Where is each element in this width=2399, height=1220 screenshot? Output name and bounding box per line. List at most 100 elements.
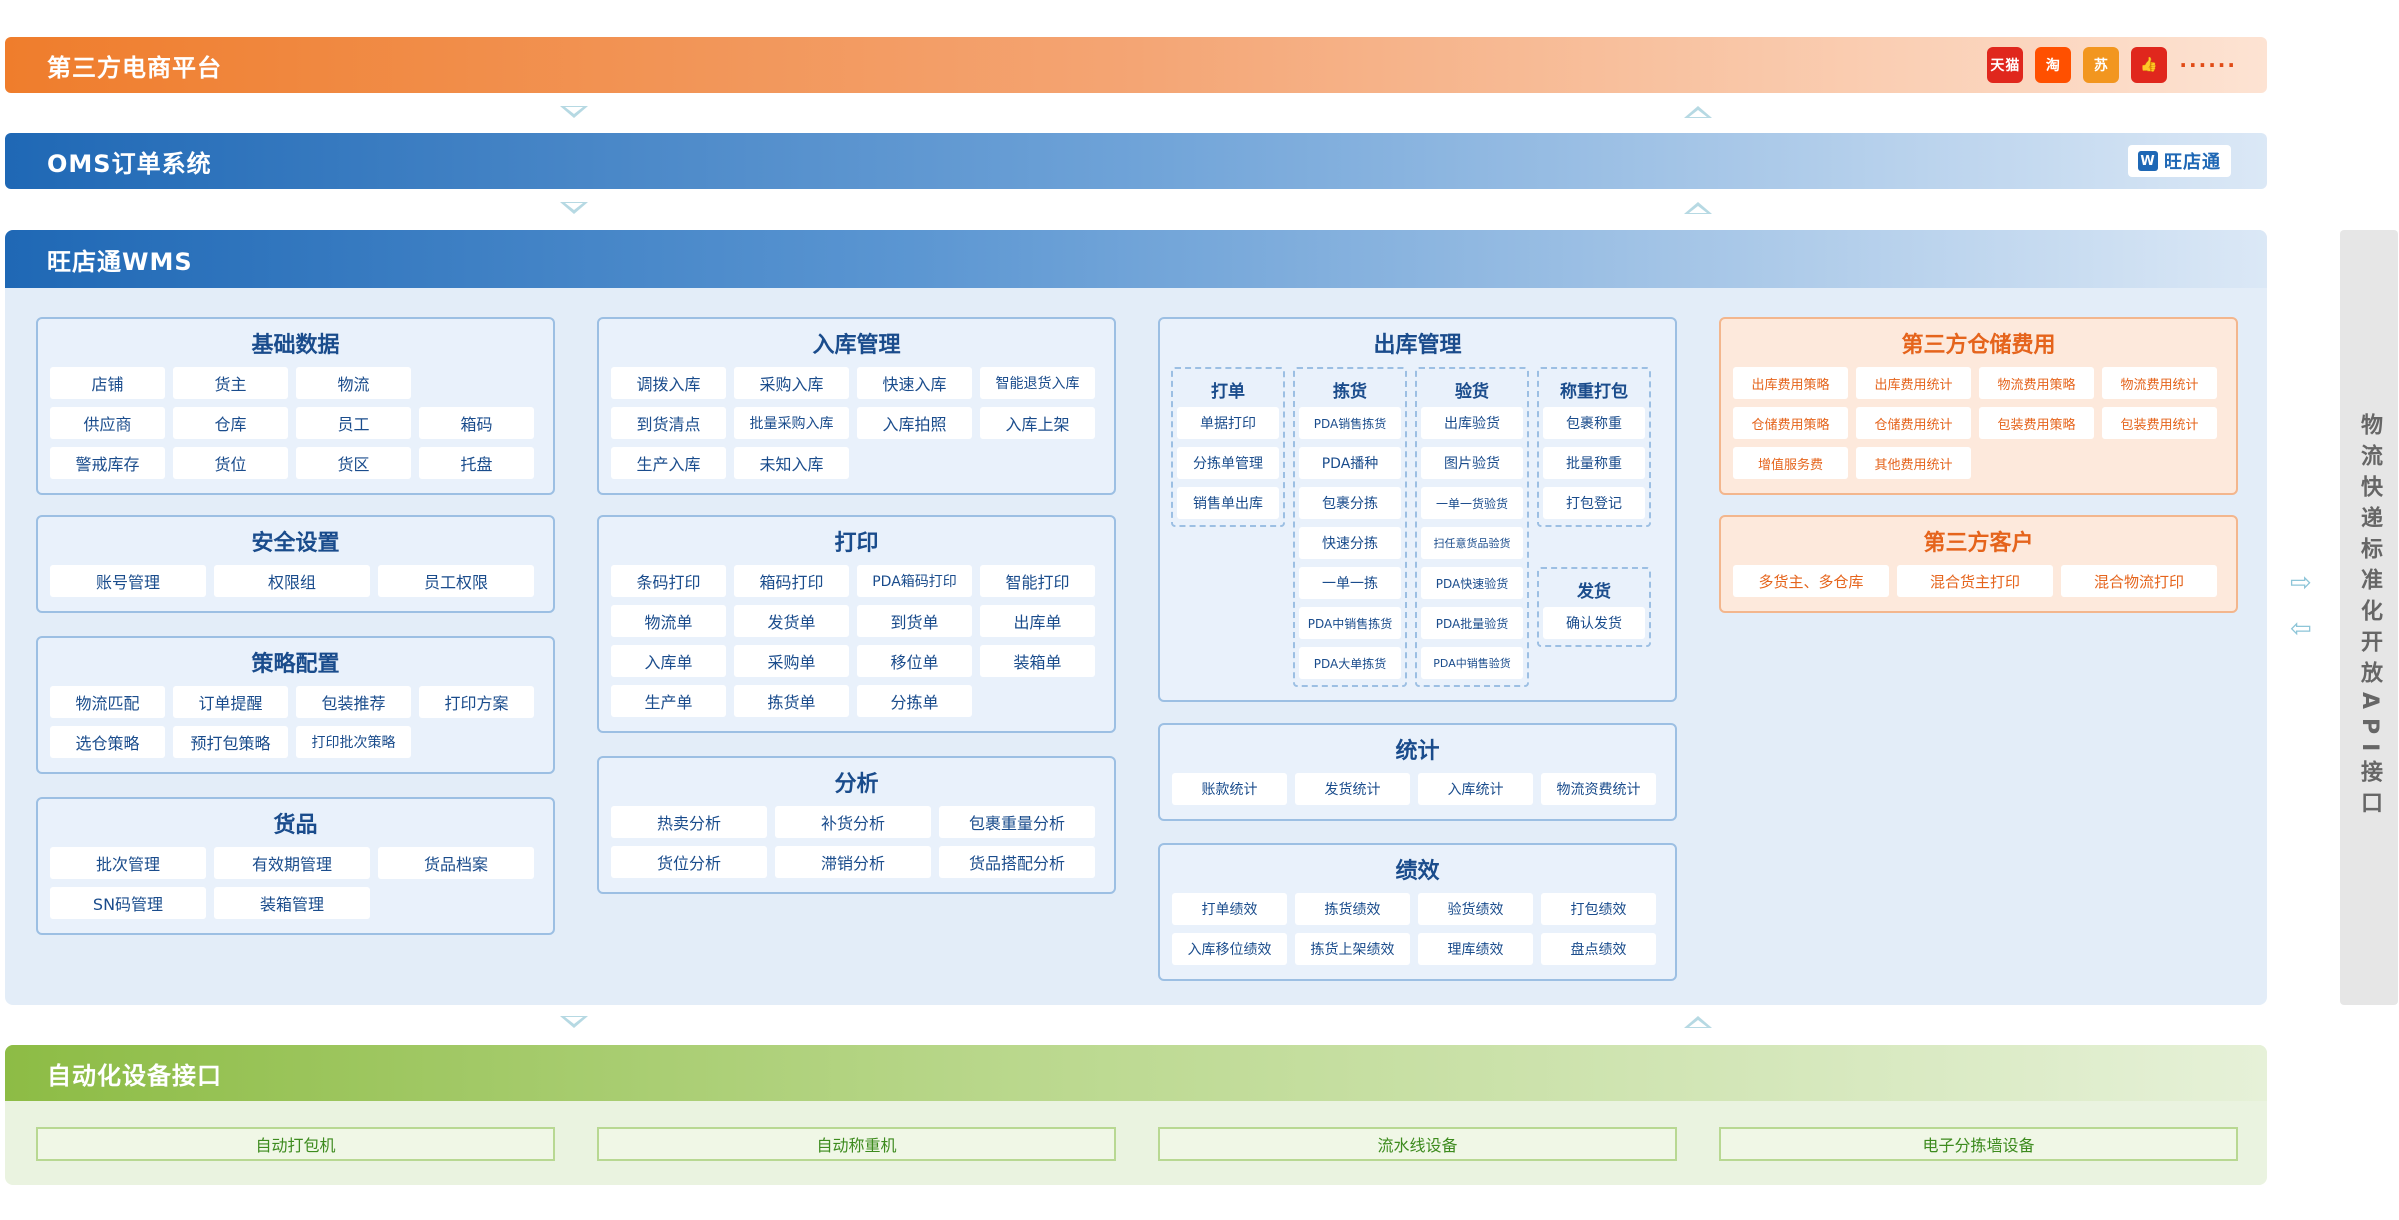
thumb-icon[interactable]: 👍 bbox=[2131, 47, 2168, 83]
item-box-code[interactable]: 箱码 bbox=[419, 407, 534, 439]
item-production-in[interactable]: 生产入库 bbox=[611, 447, 726, 479]
item-outbound-check[interactable]: 出库验货 bbox=[1421, 407, 1523, 439]
item-logistics-fee-stats[interactable]: 物流资费统计 bbox=[1541, 773, 1656, 805]
item-pda-batch-check[interactable]: PDA批量验货 bbox=[1421, 607, 1523, 639]
item-arrival-count[interactable]: 到货清点 bbox=[611, 407, 726, 439]
item-sorting-mgmt[interactable]: 分拣单管理 bbox=[1177, 447, 1279, 479]
item-packing-fee-policy[interactable]: 包装费用策略 bbox=[1979, 407, 2094, 439]
item-order-perf[interactable]: 打单绩效 bbox=[1172, 893, 1287, 925]
item-logistics-fee-policy[interactable]: 物流费用策略 bbox=[1979, 367, 2094, 399]
item-check-perf[interactable]: 验货绩效 bbox=[1418, 893, 1533, 925]
item-account-stats[interactable]: 账款统计 bbox=[1172, 773, 1287, 805]
item-one-order-one-item-check[interactable]: 一单一货验货 bbox=[1421, 487, 1523, 519]
item-goods-match-analysis[interactable]: 货品搭配分析 bbox=[939, 846, 1095, 878]
item-pda-mid-sales-pick[interactable]: PDA中销售拣货 bbox=[1299, 607, 1401, 639]
item-inbound-sheet[interactable]: 入库单 bbox=[611, 645, 726, 677]
item-putaway[interactable]: 入库上架 bbox=[980, 407, 1095, 439]
item-pick-perf[interactable]: 拣货绩效 bbox=[1295, 893, 1410, 925]
item-unknown-in[interactable]: 未知入库 bbox=[734, 447, 849, 479]
item-expiry-mgmt[interactable]: 有效期管理 bbox=[214, 847, 370, 879]
item-outbound-fee-policy[interactable]: 出库费用策略 bbox=[1733, 367, 1848, 399]
item-storage-perf[interactable]: 理库绩效 bbox=[1418, 933, 1533, 965]
item-replenish-analysis[interactable]: 补货分析 bbox=[775, 806, 931, 838]
item-mixed-owner-print[interactable]: 混合货主打印 bbox=[1897, 565, 2053, 597]
item-staff[interactable]: 员工 bbox=[296, 407, 411, 439]
item-inbound-photo[interactable]: 入库拍照 bbox=[857, 407, 972, 439]
item-inbound-stats[interactable]: 入库统计 bbox=[1418, 773, 1533, 805]
item-putaway-perf[interactable]: 拣货上架绩效 bbox=[1295, 933, 1410, 965]
item-parcel-weight-analysis[interactable]: 包裹重量分析 bbox=[939, 806, 1095, 838]
item-logistics[interactable]: 物流 bbox=[296, 367, 411, 399]
item-quick-sorting[interactable]: 快速分拣 bbox=[1299, 527, 1401, 559]
item-supplier[interactable]: 供应商 bbox=[50, 407, 165, 439]
item-prepack-strategy[interactable]: 预打包策略 bbox=[173, 726, 288, 758]
item-logistics-match[interactable]: 物流匹配 bbox=[50, 686, 165, 718]
item-image-check[interactable]: 图片验货 bbox=[1421, 447, 1523, 479]
item-smart-print[interactable]: 智能打印 bbox=[980, 565, 1095, 597]
item-location-analysis[interactable]: 货位分析 bbox=[611, 846, 767, 878]
suning-icon[interactable]: 苏 bbox=[2083, 47, 2120, 83]
item-goods-archive[interactable]: 货品档案 bbox=[378, 847, 534, 879]
item-auto-weigher[interactable]: 自动称重机 bbox=[597, 1127, 1116, 1161]
item-logistics-fee-stats[interactable]: 物流费用统计 bbox=[2102, 367, 2217, 399]
item-packing-sheet[interactable]: 装箱单 bbox=[980, 645, 1095, 677]
item-doc-print[interactable]: 单据打印 bbox=[1177, 407, 1279, 439]
item-pda-large-order-pick[interactable]: PDA大单拣货 bbox=[1299, 647, 1401, 679]
item-pda-seeding[interactable]: PDA播种 bbox=[1299, 447, 1401, 479]
item-pack-perf[interactable]: 打包绩效 bbox=[1541, 893, 1656, 925]
item-picking-sheet[interactable]: 拣货单 bbox=[734, 685, 849, 717]
item-pda-boxcode-print[interactable]: PDA箱码打印 bbox=[857, 565, 972, 597]
item-storage-fee-stats[interactable]: 仓储费用统计 bbox=[1856, 407, 1971, 439]
item-location[interactable]: 货位 bbox=[173, 447, 288, 479]
item-batch-weigh[interactable]: 批量称重 bbox=[1543, 447, 1645, 479]
item-boxcode-print[interactable]: 箱码打印 bbox=[734, 565, 849, 597]
item-outbound-fee-stats[interactable]: 出库费用统计 bbox=[1856, 367, 1971, 399]
item-mixed-logistics-print[interactable]: 混合物流打印 bbox=[2061, 565, 2217, 597]
item-logistics-sheet[interactable]: 物流单 bbox=[611, 605, 726, 637]
item-multi-owner-warehouse[interactable]: 多货主、多仓库 bbox=[1733, 565, 1889, 597]
item-print-scheme[interactable]: 打印方案 bbox=[419, 686, 534, 718]
item-zone[interactable]: 货区 bbox=[296, 447, 411, 479]
item-print-batch-strategy[interactable]: 打印批次策略 bbox=[296, 726, 411, 758]
item-smart-return-in[interactable]: 智能退货入库 bbox=[980, 367, 1095, 399]
item-outbound-sheet[interactable]: 出库单 bbox=[980, 605, 1095, 637]
item-sorting-sheet[interactable]: 分拣单 bbox=[857, 685, 972, 717]
item-order-reminder[interactable]: 订单提醒 bbox=[173, 686, 288, 718]
item-shipping-stats[interactable]: 发货统计 bbox=[1295, 773, 1410, 805]
item-value-added-fee[interactable]: 增值服务费 bbox=[1733, 447, 1848, 479]
item-delivery-sheet[interactable]: 发货单 bbox=[734, 605, 849, 637]
item-pda-quick-check[interactable]: PDA快速验货 bbox=[1421, 567, 1523, 599]
taobao-icon[interactable]: 淘 bbox=[2035, 47, 2072, 83]
item-boxing-mgmt[interactable]: 装箱管理 bbox=[214, 887, 370, 919]
item-pda-mid-sales-check[interactable]: PDA中销售验货 bbox=[1421, 647, 1523, 679]
item-packing-fee-stats[interactable]: 包装费用统计 bbox=[2102, 407, 2217, 439]
item-purchase-in[interactable]: 采购入库 bbox=[734, 367, 849, 399]
item-quick-in[interactable]: 快速入库 bbox=[857, 367, 972, 399]
item-pack-register[interactable]: 打包登记 bbox=[1543, 487, 1645, 519]
item-sales-outbound[interactable]: 销售单出库 bbox=[1177, 487, 1279, 519]
item-auto-packer[interactable]: 自动打包机 bbox=[36, 1127, 555, 1161]
item-package-recommend[interactable]: 包装推荐 bbox=[296, 686, 411, 718]
item-batch-purchase-in[interactable]: 批量采购入库 bbox=[734, 407, 849, 439]
item-parcel-weigh[interactable]: 包裹称重 bbox=[1543, 407, 1645, 439]
item-slow-sale-analysis[interactable]: 滞销分析 bbox=[775, 846, 931, 878]
item-batch-mgmt[interactable]: 批次管理 bbox=[50, 847, 206, 879]
item-staff-permission[interactable]: 员工权限 bbox=[378, 565, 534, 597]
item-transfer-perf[interactable]: 入库移位绩效 bbox=[1172, 933, 1287, 965]
tmall-icon[interactable]: 天猫 bbox=[1987, 47, 2024, 83]
item-pallet[interactable]: 托盘 bbox=[419, 447, 534, 479]
item-transfer-sheet[interactable]: 移位单 bbox=[857, 645, 972, 677]
item-warehouse[interactable]: 仓库 bbox=[173, 407, 288, 439]
item-one-order-one-pick[interactable]: 一单一拣 bbox=[1299, 567, 1401, 599]
item-inventory-perf[interactable]: 盘点绩效 bbox=[1541, 933, 1656, 965]
item-account-mgmt[interactable]: 账号管理 bbox=[50, 565, 206, 597]
item-storage-fee-policy[interactable]: 仓储费用策略 bbox=[1733, 407, 1848, 439]
item-other-fee-stats[interactable]: 其他费用统计 bbox=[1856, 447, 1971, 479]
item-purchase-sheet[interactable]: 采购单 bbox=[734, 645, 849, 677]
item-warehouse-select[interactable]: 选仓策略 bbox=[50, 726, 165, 758]
item-owner[interactable]: 货主 bbox=[173, 367, 288, 399]
item-hot-sale-analysis[interactable]: 热卖分析 bbox=[611, 806, 767, 838]
item-transfer-in[interactable]: 调拨入库 bbox=[611, 367, 726, 399]
item-sorting-wall[interactable]: 电子分拣墙设备 bbox=[1719, 1127, 2238, 1161]
item-scan-any-goods-check[interactable]: 扫任意货品验货 bbox=[1421, 527, 1523, 559]
